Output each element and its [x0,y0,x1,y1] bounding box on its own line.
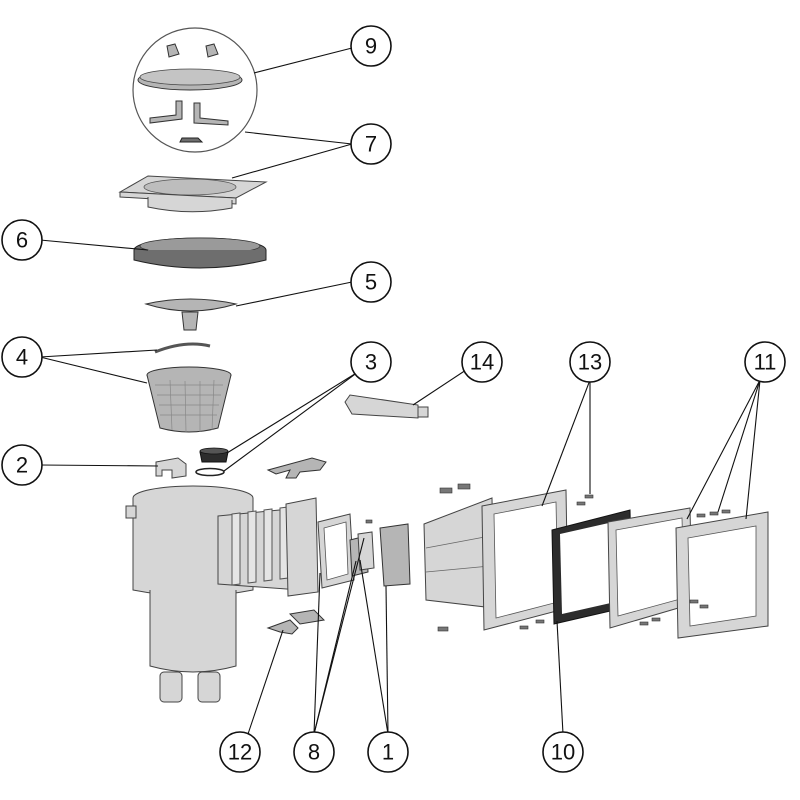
callout-4-label: 4 [16,345,28,370]
callout-4: 4 [1,336,43,378]
callout-5-label: 5 [365,270,377,295]
callout-11-label: 11 [754,350,777,375]
part-1-flap [357,523,411,587]
screws [365,483,731,632]
callout-14: 14 [461,341,503,383]
callout-13: 13 [569,341,611,383]
part-6-ring [133,237,267,269]
callout-8: 8 [293,731,335,773]
callout-3-label: 3 [365,350,377,375]
callout-10-label: 10 [551,740,575,765]
callout-7: 7 [350,123,392,165]
part-13-extension [423,489,569,631]
part-11-frame [607,507,769,639]
callout-10: 10 [542,731,584,773]
part-2-clip [155,457,187,479]
callout-8-label: 8 [308,740,320,765]
callout-6-label: 6 [16,228,28,253]
part-14-tube [344,394,429,419]
skimmer-body [125,485,319,703]
callout-1-label: 1 [382,740,394,765]
callout-13-label: 13 [578,350,602,375]
part-12-clamps [266,457,327,635]
callout-9: 9 [350,25,392,67]
callout-7-label: 7 [365,132,377,157]
callout-14-label: 14 [470,350,494,375]
callout-2: 2 [1,444,43,486]
callout-12-label: 12 [228,740,252,765]
callout-5: 5 [350,261,392,303]
part-5-float [144,298,238,331]
part-7-collar [118,175,268,213]
leader-lines [39,47,761,735]
callout-3: 3 [350,341,392,383]
callout-11: 11 [744,341,786,383]
part-3-plug [195,447,229,477]
callout-1: 1 [367,731,409,773]
callout-2-label: 2 [16,453,28,478]
callout-6: 6 [1,219,43,261]
part-4-basket [146,342,232,433]
callout-12: 12 [219,731,261,773]
lid-detail-inset [132,27,258,153]
callout-9-label: 9 [365,34,377,59]
